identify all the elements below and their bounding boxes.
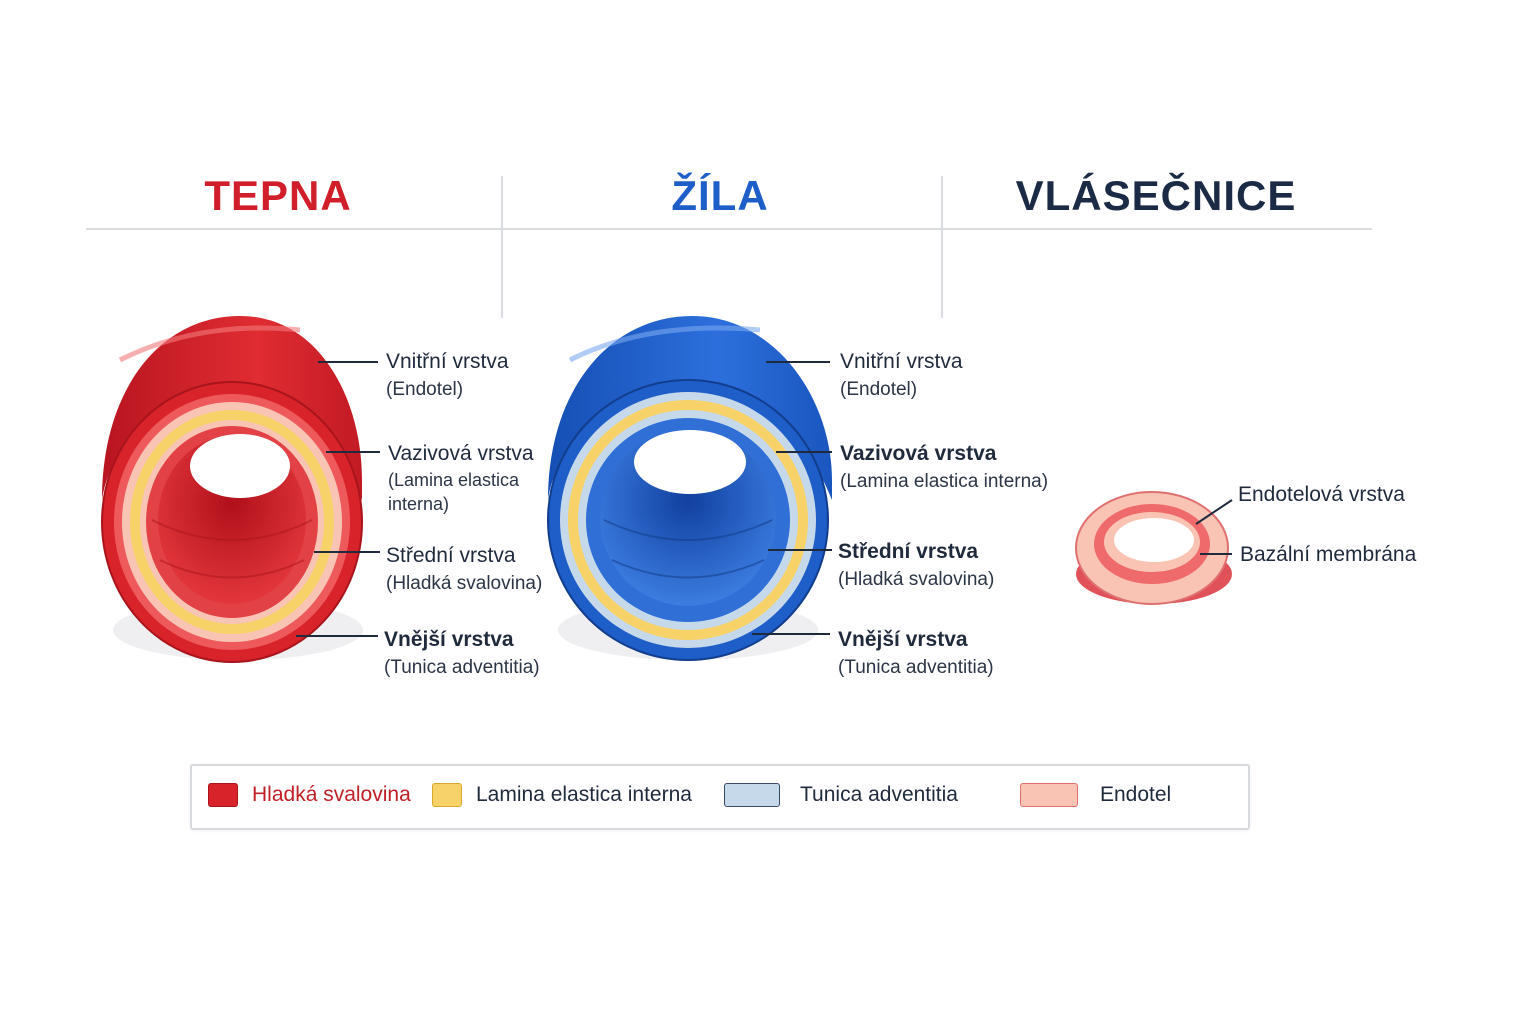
leader-lines (296, 361, 1233, 637)
vein-title: ŽÍLA (671, 172, 769, 219)
legend-swatch (208, 783, 238, 807)
legend-swatch (1020, 783, 1078, 807)
legend-item-endothelium: Endotel (1020, 783, 1171, 807)
legend-label: Lamina elastica interna (476, 783, 692, 806)
vein-label-middle: Střední vrstva (Hladká svalovina) (838, 540, 995, 590)
legend-item-smooth-muscle: Hladká svalovina (208, 783, 411, 807)
artery-illustration (101, 316, 363, 663)
capillary-title: VLÁSEČNICE (1015, 172, 1297, 219)
column-divider-2 (941, 176, 943, 318)
vein-illustration (547, 316, 832, 661)
column-divider-1 (501, 176, 503, 318)
legend-item-lamina: Lamina elastica interna (432, 783, 692, 807)
legend-label: Tunica adventitia (800, 783, 958, 806)
legend-label: Hladká svalovina (252, 783, 411, 806)
header-divider (86, 228, 1372, 230)
legend-label: Endotel (1100, 783, 1172, 806)
legend: Hladká svalovina Lamina elastica interna… (190, 764, 1250, 830)
artery-title: TEPNA (204, 172, 352, 219)
capillary-label-basement: Bazální membrána (1240, 543, 1417, 566)
legend-swatch (724, 783, 780, 807)
artery-label-inner: Vnitřní vrstva (Endotel) (386, 350, 509, 400)
vein-label-inner: Vnitřní vrstva (Endotel) (840, 350, 963, 400)
artery-label-middle: Střední vrstva (Hladká svalovina) (386, 544, 543, 594)
artery-label-connective: Vazivová vrstva (Lamina elastica interna… (388, 442, 534, 514)
vein-label-outer: Vnější vrstva (Tunica adventitia) (838, 628, 994, 678)
legend-item-adventitia: Tunica adventitia (724, 783, 958, 807)
vein-label-connective: Vazivová vrstva (Lamina elastica interna… (840, 442, 1049, 492)
capillary-illustration (1075, 491, 1232, 605)
artery-label-outer: Vnější vrstva (Tunica adventitia) (384, 628, 540, 678)
capillary-label-endothelial: Endotelová vrstva (1238, 483, 1405, 506)
legend-swatch (432, 783, 462, 807)
